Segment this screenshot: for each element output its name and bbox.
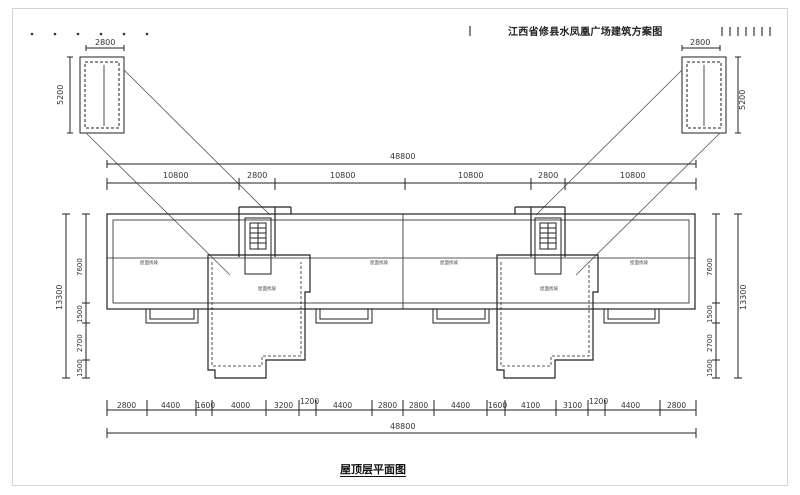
right-total-label: 13300	[739, 285, 748, 310]
bottom-dim-label: 4400	[451, 401, 470, 410]
top-dim-label: 10800	[163, 171, 188, 180]
right-dim-label: 1500	[706, 359, 714, 377]
top-segment-labels: 10800 2800 10800 10800 2800 10800	[163, 171, 645, 180]
right-side-dims	[712, 213, 742, 379]
bottom-segment-dims	[106, 400, 697, 416]
lower-projections	[207, 254, 599, 379]
top-dim-label: 10800	[458, 171, 483, 180]
top-dim-label: 2800	[538, 171, 558, 180]
roof-label: 屋面找坡	[440, 259, 458, 266]
detail-left-height: 5200	[56, 85, 65, 105]
roof-label: 屋面找坡	[258, 285, 276, 292]
leader-lines	[85, 69, 721, 276]
header-dots	[30, 32, 149, 36]
right-dim-label: 1500	[706, 305, 714, 323]
header-marks	[469, 26, 771, 36]
right-dim-label: 7600	[706, 258, 714, 276]
roof-label: 屋面找坡	[140, 259, 158, 266]
bottom-overall-label: 48800	[390, 422, 415, 431]
bottom-dim-label: 1600	[196, 401, 215, 410]
roof-labels: 屋面找坡 屋面找坡 屋面找坡 屋面找坡 屋面找坡 屋面找坡	[140, 259, 648, 292]
detail-right-height: 5200	[738, 90, 747, 110]
bottom-dim-label: 2800	[409, 401, 428, 410]
bottom-dim-label: 4400	[333, 401, 352, 410]
left-dim-label: 2700	[76, 334, 84, 352]
bottom-dim-label: 1200	[300, 397, 319, 406]
sheet-border	[12, 8, 788, 486]
top-dim-label: 2800	[247, 171, 267, 180]
plan-caption: 屋顶层平面图	[340, 463, 406, 476]
top-overall-label: 48800	[390, 152, 415, 161]
roof-label: 屋面找坡	[630, 259, 648, 266]
bottom-segment-labels: 2800 4400 1600 4000 3200 1200 4400 2800 …	[117, 397, 686, 410]
drawing-title: 江西省修县水凤凰广场建筑方案图	[508, 27, 663, 38]
roof-label: 屋面找坡	[370, 259, 388, 266]
right-dim-label: 2700	[706, 334, 714, 352]
top-overall-dim	[106, 160, 697, 168]
bottom-dim-label: 2800	[378, 401, 397, 410]
bottom-dim-label: 3200	[274, 401, 293, 410]
left-dim-label: 1500	[76, 359, 84, 377]
left-total-label: 13300	[55, 285, 64, 310]
bottom-dim-label: 1600	[488, 401, 507, 410]
stair-core-left	[244, 217, 272, 275]
building-outline	[106, 206, 696, 310]
roof-label: 屋面找坡	[540, 285, 558, 292]
bottom-dim-label: 3100	[563, 401, 582, 410]
bottom-dim-label: 4400	[161, 401, 180, 410]
bottom-dim-label: 4000	[231, 401, 250, 410]
left-side-dims	[62, 213, 90, 379]
detail-right-width: 2800	[690, 38, 710, 47]
detail-left-width: 2800	[95, 38, 115, 47]
detail-right	[681, 45, 741, 134]
detail-left	[67, 45, 125, 134]
stair-core-right	[534, 217, 562, 275]
bottom-dim-label: 4100	[521, 401, 540, 410]
bottom-overall-dim	[106, 428, 697, 438]
top-segment-dims	[106, 178, 697, 190]
left-dim-label: 1500	[76, 305, 84, 323]
top-dim-label: 10800	[330, 171, 355, 180]
top-dim-label: 10800	[620, 171, 645, 180]
bottom-dim-label: 4400	[621, 401, 640, 410]
balcony-notches	[145, 309, 660, 324]
left-dim-label: 7600	[76, 258, 84, 276]
bottom-dim-label: 1200	[589, 397, 608, 406]
bottom-dim-label: 2800	[117, 401, 136, 410]
bottom-dim-label: 2800	[667, 401, 686, 410]
